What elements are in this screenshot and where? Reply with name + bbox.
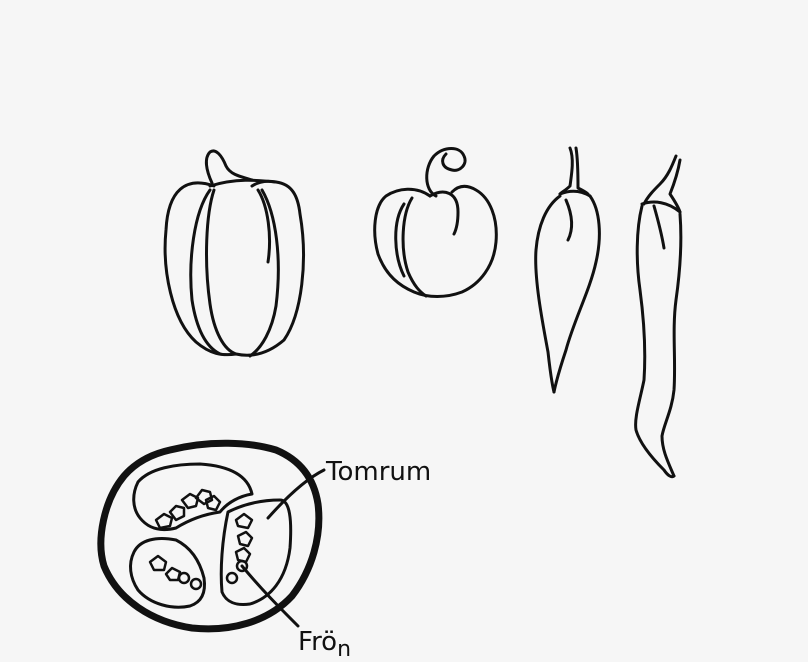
cavity-label: Tomrum bbox=[325, 457, 431, 487]
seeds-label-suffix: n bbox=[337, 637, 351, 662]
bell-pepper-icon bbox=[165, 151, 303, 356]
round-pepper-icon bbox=[375, 149, 497, 297]
long-chili-icon bbox=[636, 156, 681, 477]
short-chili-icon bbox=[536, 148, 600, 392]
pepper-cross-section-icon bbox=[101, 443, 324, 629]
seeds-label: Frön bbox=[298, 627, 351, 662]
seeds-lower bbox=[150, 556, 201, 589]
seeds-label-main: Frö bbox=[298, 627, 337, 657]
